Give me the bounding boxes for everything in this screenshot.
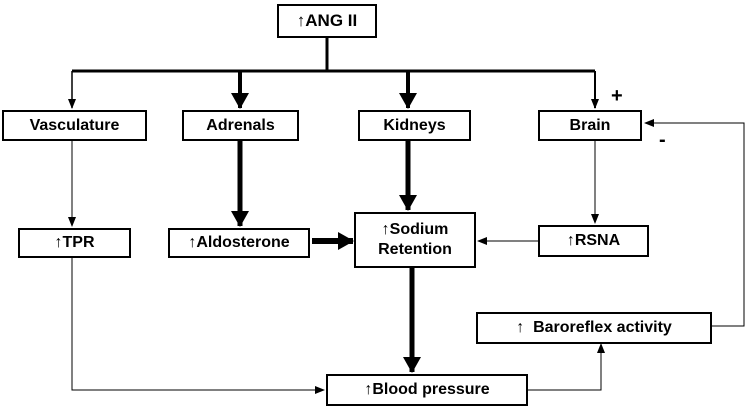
ang2-box: ↑ANG II bbox=[277, 4, 377, 38]
sodium-retention-line1: ↑Sodium bbox=[381, 221, 449, 238]
arrow-baroreflex-to-brain bbox=[644, 119, 745, 327]
sodium-retention-box: ↑Sodium Retention bbox=[354, 212, 476, 268]
adrenals-box: Adrenals bbox=[182, 110, 299, 141]
vasculature-box: Vasculature bbox=[2, 110, 147, 141]
arrow-bp-to-baroreflex bbox=[528, 343, 605, 391]
tpr-box: ↑TPR bbox=[18, 228, 131, 258]
rsna-box: ↑RSNA bbox=[538, 225, 649, 257]
blood-pressure-box: ↑Blood pressure bbox=[326, 374, 528, 406]
brain-box: Brain bbox=[538, 110, 642, 141]
aldosterone-box: ↑Aldosterone bbox=[168, 228, 310, 258]
arrow-tpr-to-bp bbox=[71, 258, 325, 394]
plus-sign: + bbox=[611, 85, 623, 107]
sodium-retention-line2: Retention bbox=[378, 241, 452, 258]
kidneys-box: Kidneys bbox=[358, 110, 471, 141]
baroreflex-box: ↑ Baroreflex activity bbox=[476, 312, 712, 344]
minus-sign: - bbox=[659, 129, 666, 151]
